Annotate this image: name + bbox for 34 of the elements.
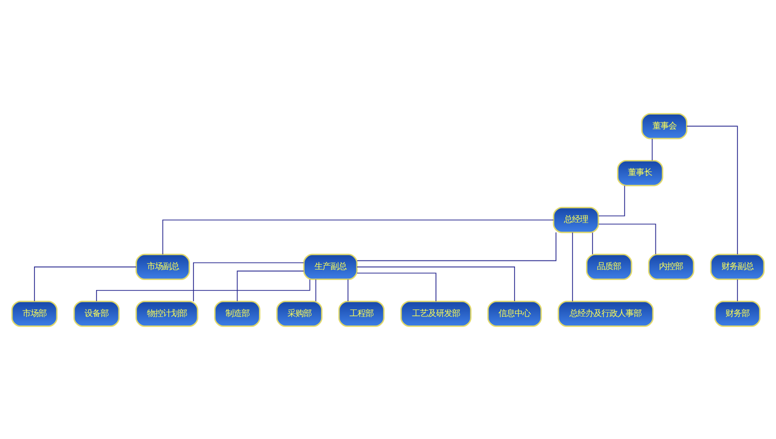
node-box: 生产副总	[303, 253, 358, 280]
node-box: 总经办及行政人事部	[558, 300, 654, 326]
connector	[315, 278, 316, 302]
node-box: 设备部	[73, 300, 120, 326]
node-box: 工程部	[338, 300, 385, 326]
node-box: 工艺及研发部	[400, 300, 472, 326]
connector	[356, 232, 556, 261]
node-box: 总经理	[552, 206, 600, 233]
connector	[356, 272, 436, 302]
node-box: 董事长	[617, 159, 664, 186]
connector	[592, 232, 593, 254]
connector	[686, 125, 738, 254]
connector	[598, 223, 656, 254]
connector	[737, 278, 738, 302]
node-box: 市场部	[11, 300, 58, 326]
connector	[96, 278, 310, 302]
node-box: 内控部	[648, 253, 694, 280]
connector	[356, 266, 515, 302]
node-box: 品质部	[586, 253, 632, 280]
connector	[34, 266, 137, 302]
connector	[598, 184, 626, 216]
connector	[236, 270, 304, 302]
connector	[162, 219, 554, 254]
node-box: 制造部	[214, 300, 260, 326]
node-box: 董事会	[641, 112, 688, 139]
node-box: 财务部	[714, 300, 761, 326]
connector	[572, 232, 573, 302]
connector	[193, 262, 304, 302]
connector	[652, 138, 653, 160]
node-box: 采购部	[276, 300, 322, 326]
node-box: 市场副总	[136, 253, 190, 280]
node-box: 物控计划部	[136, 300, 198, 326]
node-box: 信息中心	[487, 300, 542, 326]
node-box: 财务副总	[710, 253, 765, 280]
